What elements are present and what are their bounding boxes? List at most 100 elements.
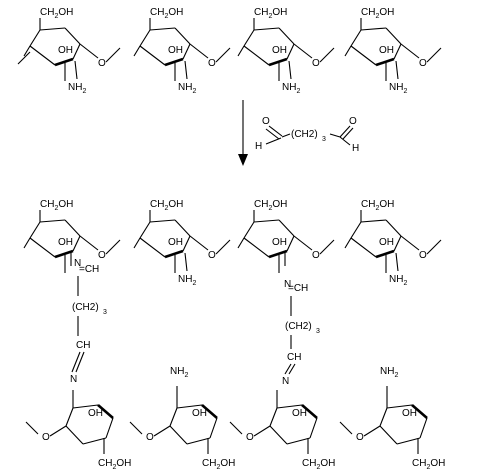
ch2oh-label: CH2OH (254, 199, 287, 212)
ch2oh-label: CH2OH (361, 199, 394, 212)
bond-line (29, 45, 56, 66)
bond-line (243, 221, 255, 239)
oh-label: OH (58, 45, 73, 56)
bond-line (309, 417, 318, 439)
bond-line (169, 407, 178, 427)
oh-label: OH (402, 408, 417, 419)
bond-line (268, 57, 288, 67)
glycosidic-oxygen: O (42, 432, 50, 443)
bond-line (74, 60, 78, 80)
bond-line (201, 404, 218, 419)
bond-line (182, 43, 191, 60)
bond-line (395, 252, 399, 272)
bond-line (29, 237, 56, 258)
bond-line (293, 43, 313, 59)
bond-line (286, 235, 295, 252)
bond-line (286, 437, 311, 445)
bond-line (350, 237, 377, 258)
ch2oh-label: CH2OH (254, 7, 287, 20)
bond-line (411, 404, 428, 419)
bond-line (79, 235, 99, 251)
bond-line (393, 235, 402, 252)
oh-label: OH (58, 237, 73, 248)
bond-line (243, 29, 255, 47)
bond-line (339, 421, 353, 435)
reagent-hydrogen-right: H (352, 143, 359, 154)
bond-line (149, 219, 176, 223)
bond-line (243, 237, 270, 258)
bond-line (164, 249, 184, 259)
crosslink-linker-label: (CH2) (72, 302, 99, 313)
glutaraldehyde-reagent: O O (CH2) 3 H H (255, 116, 359, 154)
ch2oh-label: CH2OH (98, 458, 131, 471)
bond-line (23, 45, 31, 57)
bond-line (344, 45, 352, 57)
bond-line (133, 237, 141, 249)
bond-line (278, 27, 295, 45)
oh-label: OH (379, 237, 394, 248)
bond-line (29, 29, 41, 47)
bond-line (153, 425, 171, 437)
bond-line (184, 60, 188, 80)
bond-line (25, 421, 39, 435)
bond-line (65, 407, 74, 427)
oh-label: OH (379, 45, 394, 56)
ch2oh-label: CH2OH (150, 199, 183, 212)
bond-line (293, 235, 313, 251)
bond-line (286, 43, 295, 60)
bond-line (209, 417, 218, 439)
glycosidic-oxygen: O (146, 432, 154, 443)
reagent-oxygen-right: O (349, 116, 357, 127)
bond-line (133, 45, 141, 57)
glycosidic-oxygen: O (356, 432, 364, 443)
crosslink-ch-lower: CH (287, 352, 301, 363)
bond-line (39, 27, 66, 31)
ch2oh-label: CH2OH (412, 458, 445, 471)
crosslink-linker-label: (CH2) (285, 321, 312, 332)
bond-line (164, 57, 184, 67)
bond-line (82, 437, 107, 445)
crosslink-ch-lower: CH (76, 340, 90, 351)
glycosidic-oxygen: O (419, 58, 427, 69)
bond-line (139, 221, 151, 239)
bond-line (174, 219, 191, 237)
bond-line (360, 219, 387, 223)
crosslink-n-upper: N (284, 279, 291, 290)
bond-line (400, 43, 420, 59)
bond-line (269, 407, 278, 427)
bond-line (319, 239, 335, 255)
oh-label: OH (168, 237, 183, 248)
bond-line (268, 249, 288, 259)
bond-line (278, 219, 295, 237)
bond-line (350, 221, 362, 239)
bond-line (363, 425, 381, 437)
bond-line (176, 404, 203, 409)
ch2oh-label: CH2OH (202, 458, 235, 471)
bond-line (149, 27, 176, 31)
oh-label: OH (292, 408, 307, 419)
oh-label: OH (168, 45, 183, 56)
oh-label: OH (88, 408, 103, 419)
nh2-label: NH2 (389, 82, 407, 95)
bond-line (344, 237, 352, 249)
bond-line (139, 237, 166, 258)
bond-line (375, 249, 395, 259)
crosslink-linker-subscript: 3 (316, 328, 320, 335)
crosslink-n-lower: N (70, 374, 77, 385)
nh2-label: NH2 (282, 82, 300, 95)
nh2-label: NH2 (178, 274, 196, 287)
reagent-linker-subscript: 3 (322, 136, 326, 143)
oh-label: OH (272, 237, 287, 248)
bond-line (426, 239, 442, 255)
bond-line (39, 219, 66, 223)
bond-line (182, 235, 191, 252)
bond-line (229, 421, 243, 435)
reagent-linker-label: (CH2) (291, 129, 318, 140)
